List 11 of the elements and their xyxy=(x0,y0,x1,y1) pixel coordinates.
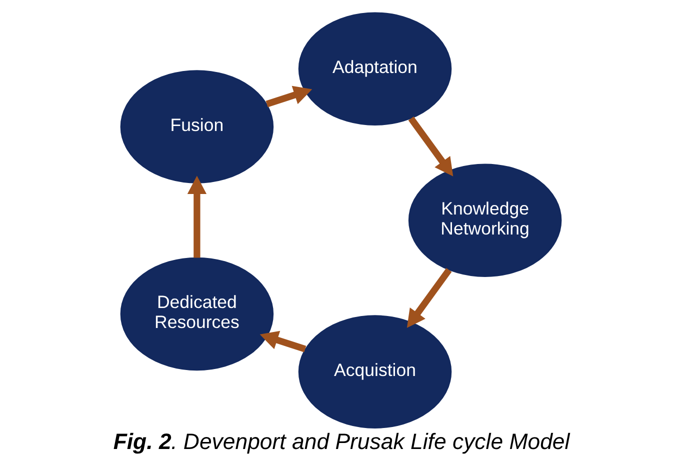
node-ellipse: Fusion xyxy=(120,70,274,184)
node-ellipse: Dedicated Resources xyxy=(120,257,274,371)
arrow xyxy=(265,86,312,108)
arrow xyxy=(408,116,453,176)
arrow xyxy=(259,330,306,352)
caption: Fig. 2. Devenport and Prusak Life cycle Model xyxy=(112,428,570,454)
node-ellipse: Acquistion xyxy=(298,315,452,428)
node-ellipse: Adaptation xyxy=(298,12,452,126)
arrow xyxy=(406,268,452,328)
node-ellipse: Knowledge Networking xyxy=(408,164,562,277)
arrow xyxy=(186,176,206,258)
